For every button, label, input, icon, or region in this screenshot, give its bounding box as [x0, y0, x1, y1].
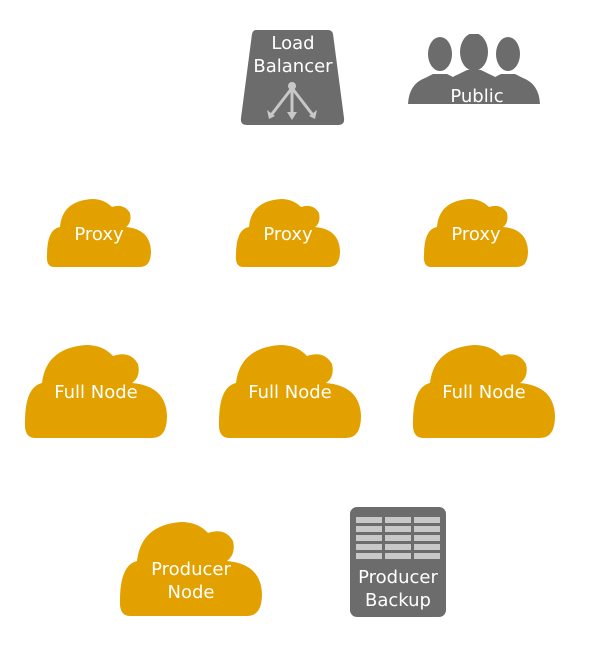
users-icon	[408, 34, 540, 104]
cloud-icon	[119, 522, 263, 616]
load-balancer-icon	[240, 30, 345, 125]
proxy-cloud: Proxy	[46, 197, 152, 267]
full-node-cloud: Full Node	[412, 342, 556, 438]
cloud-icon	[46, 199, 152, 267]
public-node: Public	[407, 34, 541, 107]
full-node-cloud: Full Node	[24, 342, 168, 438]
producer-node-cloud: Producer Node	[119, 519, 263, 616]
load-balancer-node: Load Balancer	[240, 28, 346, 126]
cloud-icon	[423, 199, 528, 267]
producer-backup-node: Producer Backup	[350, 507, 446, 617]
full-node-cloud: Full Node	[218, 342, 362, 438]
proxy-cloud: Proxy	[235, 197, 341, 267]
cloud-icon	[412, 345, 555, 438]
cloud-icon	[24, 345, 167, 438]
cloud-icon	[235, 199, 340, 267]
server-rack-icon	[350, 507, 446, 617]
proxy-cloud: Proxy	[423, 197, 529, 267]
cloud-icon	[218, 345, 361, 438]
